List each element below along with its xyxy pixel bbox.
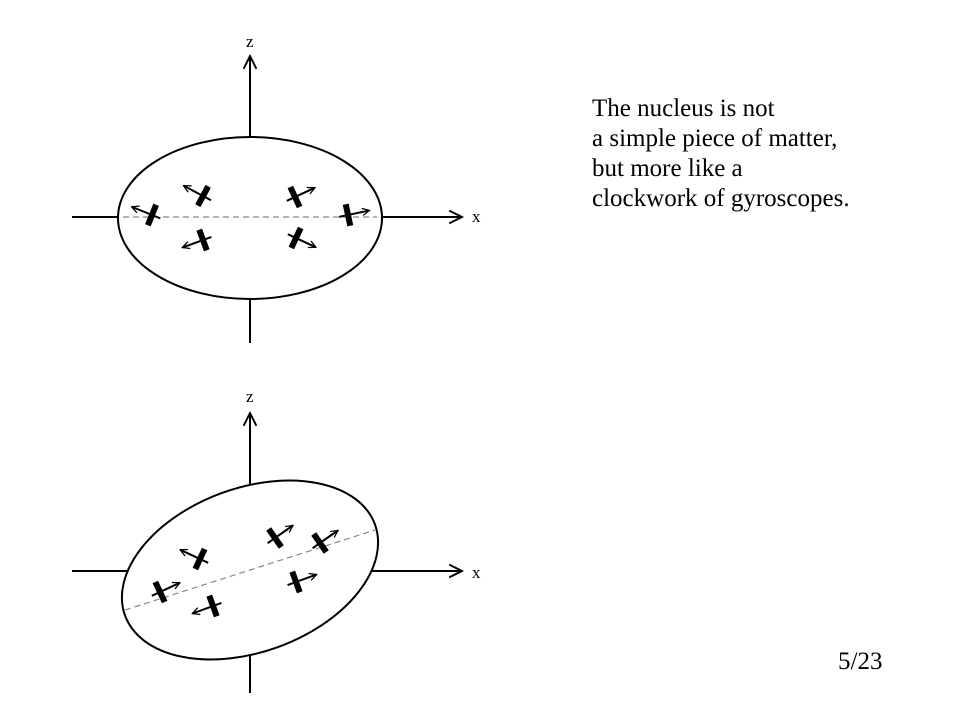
gyroscope-icon <box>175 547 209 571</box>
gyroscope-icon <box>287 570 321 594</box>
x-axis-label: x <box>472 207 481 226</box>
description-line: clockwork of gyroscopes. <box>592 185 850 212</box>
nucleus-description: The nucleus is not a simple piece of mat… <box>592 94 952 214</box>
gyroscope-icon <box>266 524 299 549</box>
gyroscope-icon <box>127 203 161 227</box>
gyroscope-icon <box>178 184 212 208</box>
diagram-aligned: x z <box>72 32 481 343</box>
gyroscope-icon <box>311 529 344 554</box>
gyroscope-icon <box>338 203 372 227</box>
z-axis-label: z <box>246 32 254 51</box>
z-axis-label: z <box>246 387 254 406</box>
description-line: a simple piece of matter, <box>592 125 838 152</box>
gyroscope-icon <box>287 226 320 250</box>
symmetry-axis <box>124 529 376 611</box>
page-number: 5/23 <box>838 648 883 675</box>
description-line: The nucleus is not <box>592 95 775 122</box>
gyroscope-icon <box>151 580 184 604</box>
diagram-tilted: x z <box>72 387 481 693</box>
description-line: but more like a <box>592 155 743 182</box>
gyroscope-icon <box>189 594 222 618</box>
x-axis-label: x <box>472 563 481 582</box>
gyroscope-icon <box>179 228 212 252</box>
gyroscope-icon <box>286 185 319 209</box>
nucleus-ellipse <box>117 136 383 300</box>
